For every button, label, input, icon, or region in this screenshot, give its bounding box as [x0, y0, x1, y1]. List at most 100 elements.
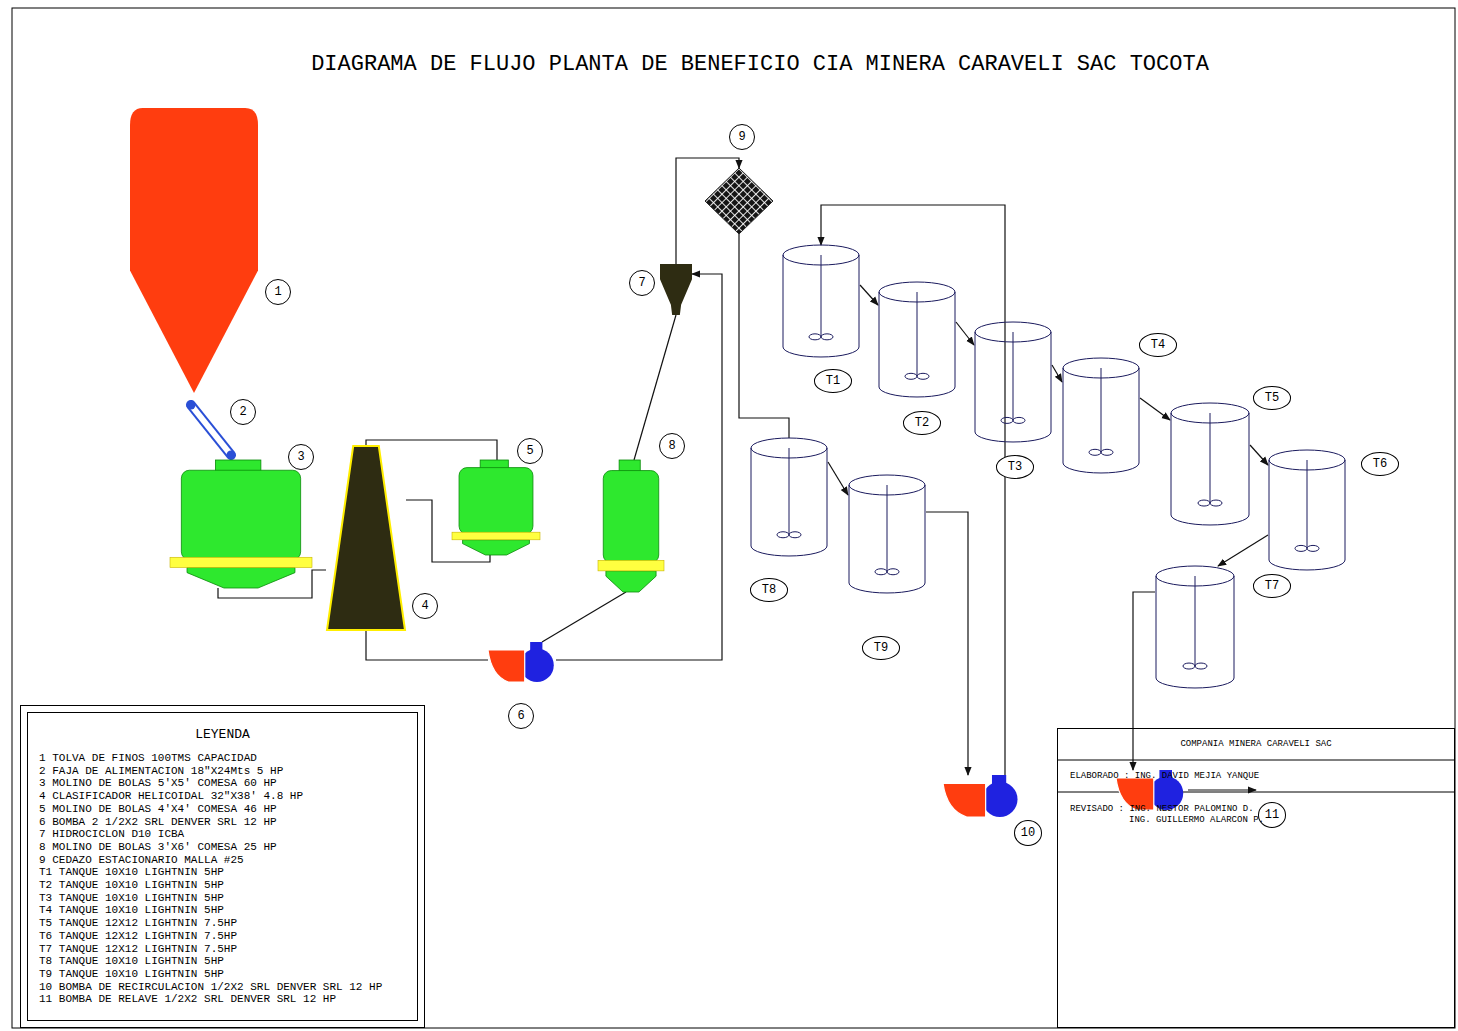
legend-item: T4 TANQUE 10X10 LIGHTNIN 5HP	[39, 904, 224, 917]
fines-hopper: 1	[130, 108, 258, 393]
title-block-signature: ELABORADO : ING. DAVID MEJIA YANQUE	[1070, 771, 1259, 782]
legend-box: LEYENDA1 TOLVA DE FINOS 100TMS CAPACIDAD…	[20, 705, 425, 1028]
agitator-impeller	[777, 532, 789, 538]
equipment-figure	[452, 460, 540, 555]
flow-line	[1250, 445, 1268, 465]
agitator-shaft	[1195, 576, 1196, 666]
tank-wall	[1063, 368, 1139, 473]
ball-mill: 8	[598, 460, 664, 592]
flow-line	[542, 592, 626, 642]
legend-item: T7 TANQUE 12X12 LIGHTNIN 7.5HP	[39, 943, 237, 956]
callout-number: T2	[903, 411, 941, 435]
title-block-rule	[1057, 760, 1455, 761]
agitator-impeller	[1101, 449, 1113, 455]
page-frame	[12, 8, 1455, 1028]
legend-item: 8 MOLINO DE BOLAS 3'X6' COMESA 25 HP	[39, 841, 277, 854]
callout-number: T1	[814, 369, 852, 393]
legend-heading: LEYENDA	[21, 727, 424, 743]
slurry-pump: 6	[488, 642, 556, 682]
callout-number: T7	[1253, 574, 1291, 598]
mill-discharge-cone	[606, 571, 656, 592]
agitator-impeller	[1183, 663, 1195, 669]
title-block-company: COMPANIA MINERA CARAVELI SAC	[1058, 739, 1454, 750]
classifier-body	[327, 446, 405, 630]
flow-line	[1133, 592, 1155, 770]
equipment-figure	[1155, 566, 1235, 688]
agitation-tank: T5	[1170, 403, 1250, 525]
agitator-impeller	[1013, 417, 1025, 423]
flow-line	[1052, 365, 1062, 382]
callout-number: T6	[1361, 452, 1399, 476]
agitator-shaft	[821, 255, 822, 337]
callout-number: T9	[862, 636, 900, 660]
agitator-impeller	[789, 532, 801, 538]
agitator-impeller	[1210, 500, 1222, 506]
mill-discharge-cone	[463, 540, 530, 555]
belt-pulley	[187, 401, 196, 410]
agitator-shaft	[917, 292, 918, 376]
flow-line	[366, 440, 497, 460]
equipment-figure	[782, 245, 860, 357]
pump-volute	[982, 782, 1017, 817]
equipment-figure	[598, 460, 664, 592]
mill-shell	[603, 471, 658, 563]
mill-shell	[181, 470, 300, 560]
legend-item: 11 BOMBA DE RELAVE 1/2X2 SRL DENVER SRL …	[39, 993, 336, 1006]
static-screen: 9	[705, 168, 773, 234]
cyclone-body	[660, 264, 692, 315]
legend-item: 3 MOLINO DE BOLAS 5'X5' COMESA 60 HP	[39, 777, 277, 790]
callout-number: 5	[517, 438, 543, 464]
agitator-shaft	[1210, 413, 1211, 503]
equipment-figure	[130, 108, 258, 393]
equipment-figure	[660, 264, 692, 315]
legend-item: 4 CLASIFICADOR HELICOIDAL 32"X38' 4.8 HP	[39, 790, 303, 803]
callout-number: T8	[750, 578, 788, 602]
agitator-impeller	[1089, 449, 1101, 455]
agitator-shaft	[887, 485, 888, 572]
callout-number: T3	[996, 455, 1034, 479]
agitation-tank: T2	[878, 282, 956, 397]
mill-shell	[459, 468, 533, 534]
diagram-title: DIAGRAMA DE FLUJO PLANTA DE BENEFICIO CI…	[260, 52, 1260, 78]
tank-wall	[1269, 460, 1345, 570]
mill-girth-band	[452, 532, 540, 540]
agitator-impeller	[809, 334, 821, 340]
legend-item: 2 FAJA DE ALIMENTACION 18"X24Mts 5 HP	[39, 765, 283, 778]
agitator-impeller	[875, 569, 887, 575]
legend-item: T6 TANQUE 12X12 LIGHTNIN 7.5HP	[39, 930, 237, 943]
callout-number: T5	[1253, 386, 1291, 410]
equipment-figure	[943, 775, 1022, 817]
callout-number: 10	[1014, 820, 1042, 846]
callout-number: 3	[288, 444, 314, 470]
legend-item: T9 TANQUE 10X10 LIGHTNIN 5HP	[39, 968, 224, 981]
flow-line	[828, 462, 848, 495]
legend-item: T2 TANQUE 10X10 LIGHTNIN 5HP	[39, 879, 224, 892]
legend-item: T5 TANQUE 12X12 LIGHTNIN 7.5HP	[39, 917, 237, 930]
agitation-tank: T1	[782, 245, 860, 357]
legend-item: 7 HIDROCICLON D10 ICBA	[39, 828, 184, 841]
agitator-impeller	[1295, 545, 1307, 551]
screen-mesh	[705, 168, 773, 234]
mill-girth-band	[170, 557, 312, 567]
tailings-outlet-arrow	[1188, 789, 1256, 790]
callout-number: 2	[230, 399, 256, 425]
legend-item: 10 BOMBA DE RECIRCULACION 1/2X2 SRL DENV…	[39, 981, 382, 994]
agitator-impeller	[1001, 417, 1013, 423]
agitator-impeller	[1195, 663, 1207, 669]
agitator-impeller	[917, 373, 929, 379]
flow-line	[956, 322, 974, 345]
pump-motor	[943, 783, 986, 817]
mill-feed-cap	[619, 460, 640, 472]
agitator-impeller	[821, 334, 833, 340]
equipment-figure	[186, 400, 236, 460]
agitator-impeller	[905, 373, 917, 379]
agitator-impeller	[1198, 500, 1210, 506]
callout-number: 8	[659, 433, 685, 459]
agitator-shaft	[1307, 460, 1308, 548]
belt-pulley	[227, 451, 236, 460]
flow-line	[821, 205, 1005, 775]
hydrocyclone: 7	[660, 264, 692, 315]
callout-number: 1	[265, 279, 291, 305]
agitation-tank: T3	[974, 322, 1052, 442]
